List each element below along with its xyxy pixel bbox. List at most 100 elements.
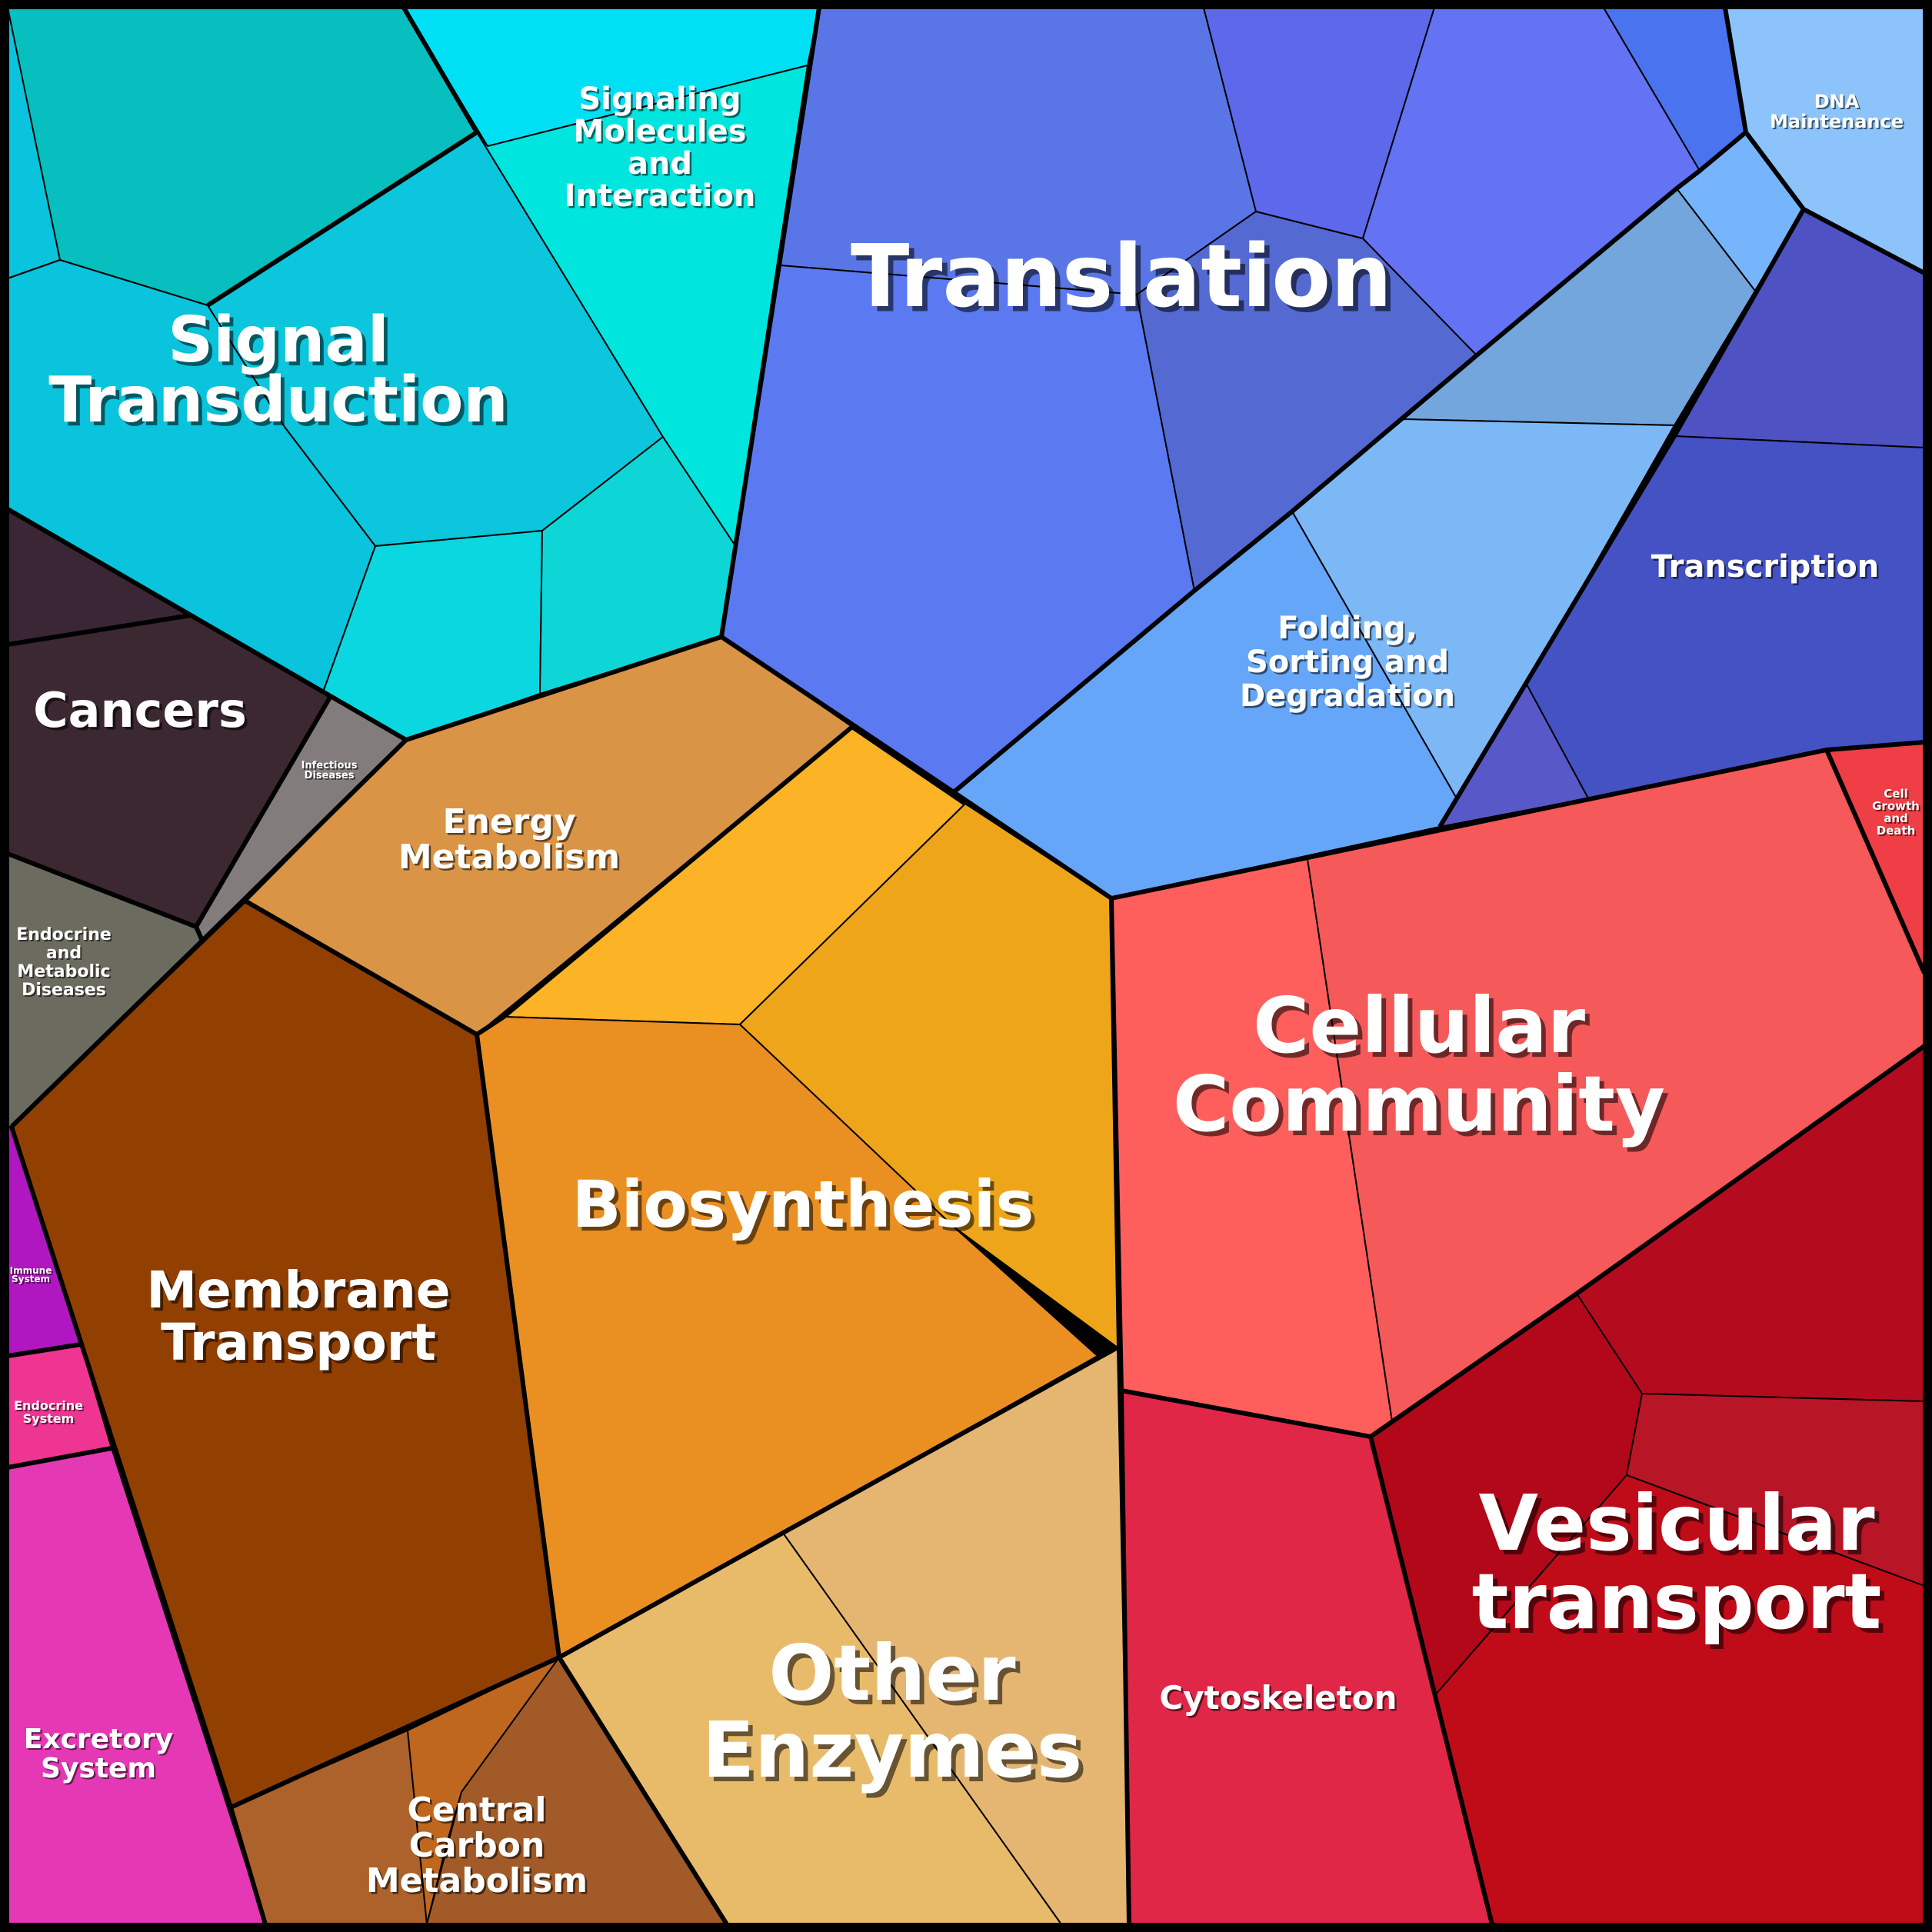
label-shadow: Death [1878,825,1917,839]
label-shadow: Signaling [581,83,743,118]
label-shadow: Biosynthesis [576,1171,1038,1246]
label-shadow: Cellular [1257,985,1591,1075]
label-shadow: Other [773,1633,1021,1723]
label-text: System [41,1753,156,1784]
label-text: DNA [1814,91,1860,112]
label-shadow: Signal [172,308,393,381]
region-translation[interactable] [721,7,1747,793]
label-shadow: Growth [1874,801,1921,814]
label-text: Cell [1884,787,1907,801]
label-shadow: Transcription [1653,551,1880,586]
label-text: transport [1472,1557,1882,1647]
region-transcription[interactable] [1439,208,1925,828]
label-text: Translation [851,227,1392,327]
label-text: Sorting and [1246,645,1449,680]
label-text: Community [1173,1059,1665,1149]
label-shadow: Endocrine [18,927,113,946]
label-shadow: Carbon [411,1828,547,1867]
label-text: Membrane [146,1261,450,1320]
label-shadow: Metabolism [368,1864,589,1903]
label-endocrine-metabolic: EndocrineEndocrineandandMetabolicMetabol… [16,925,113,1001]
label-text: Carbon [409,1826,545,1865]
label-text: Endocrine [14,1398,83,1413]
label-text: Metabolism [398,838,620,877]
label-text: Transduction [48,364,508,437]
region-biosynthesis[interactable] [476,726,1118,1658]
label-text: Other [768,1628,1016,1718]
label-shadow: Sorting and [1247,646,1451,681]
label-shadow: Endocrine [15,1400,85,1414]
label-shadow: Molecules [575,115,748,151]
label-shadow: transport [1477,1561,1887,1651]
label-text: Molecules [574,114,747,149]
label-text: Transport [161,1313,436,1372]
label-text: Signal [168,304,389,377]
label-text: Signaling [578,82,741,117]
label-text: Diseases [305,770,355,781]
label-text: and [1884,811,1908,825]
label-shadow: Diseases [306,771,356,783]
label-shadow: Maintenance [1771,112,1905,134]
label-text: Energy [442,802,575,841]
label-shadow: Enzymes [707,1710,1087,1800]
label-shadow: Membrane [149,1264,453,1323]
region-folding[interactable] [953,132,1804,899]
label-shadow: Metabolism [400,840,621,879]
label-text: Metabolic [17,962,110,981]
label-text: Endocrine [16,925,112,944]
label-text: System [12,1274,50,1284]
label-text: Metabolism [366,1861,588,1900]
label-shadow: Infectious [303,761,359,773]
label-text: and [628,146,692,182]
label-shadow: and [1885,813,1910,827]
label-text: Transcription [1651,549,1879,585]
label-text: Degradation [1240,678,1455,714]
label-shadow: and [48,945,83,964]
label-text: Folding, [1277,611,1417,646]
label-shadow: Translation [856,232,1397,332]
label-text: Maintenance [1770,111,1904,132]
label-text: Cellular [1253,981,1586,1071]
label-shadow: Vesicular [1483,1483,1880,1573]
label-shadow: Interaction [566,180,758,215]
label-shadow: Metabolic [18,964,112,983]
label-shadow: Central [409,1793,548,1832]
label-shadow: System [25,1413,76,1427]
region-vesicular-transport[interactable] [1370,1045,1925,1925]
label-shadow: Community [1178,1064,1670,1154]
label-text: Interaction [565,178,756,214]
label-shadow: Cytoskeleton [1161,1681,1399,1719]
label-shadow: Excretory [25,1725,175,1757]
label-text: Central [408,1790,547,1830]
group-borders [6,6,1927,1926]
label-text: and [46,944,82,963]
label-shadow: System [42,1754,158,1786]
label-central-carbon: CentralCentralCarbonCarbonMetabolismMeta… [366,1790,590,1903]
label-shadow: and [629,148,694,183]
region-cellular-community[interactable] [1111,749,1925,1437]
region-signal-transduction[interactable] [7,7,735,741]
label-text: System [23,1411,75,1426]
label-signaling-molecules: SignalingSignalingMoleculesMoleculesanda… [565,82,758,215]
label-text: Cancers [33,682,247,738]
label-text: Death [1877,824,1916,838]
label-text: Enzymes [702,1705,1082,1795]
region-signaling-molecules[interactable] [403,7,820,545]
label-text: Vesicular [1478,1478,1875,1568]
labels: SignalSignalTransductionTransductionSign… [10,82,1921,1903]
label-text: Excretory [24,1724,173,1755]
label-shadow: Degradation [1241,680,1457,715]
label-text: Biosynthesis [572,1167,1034,1242]
